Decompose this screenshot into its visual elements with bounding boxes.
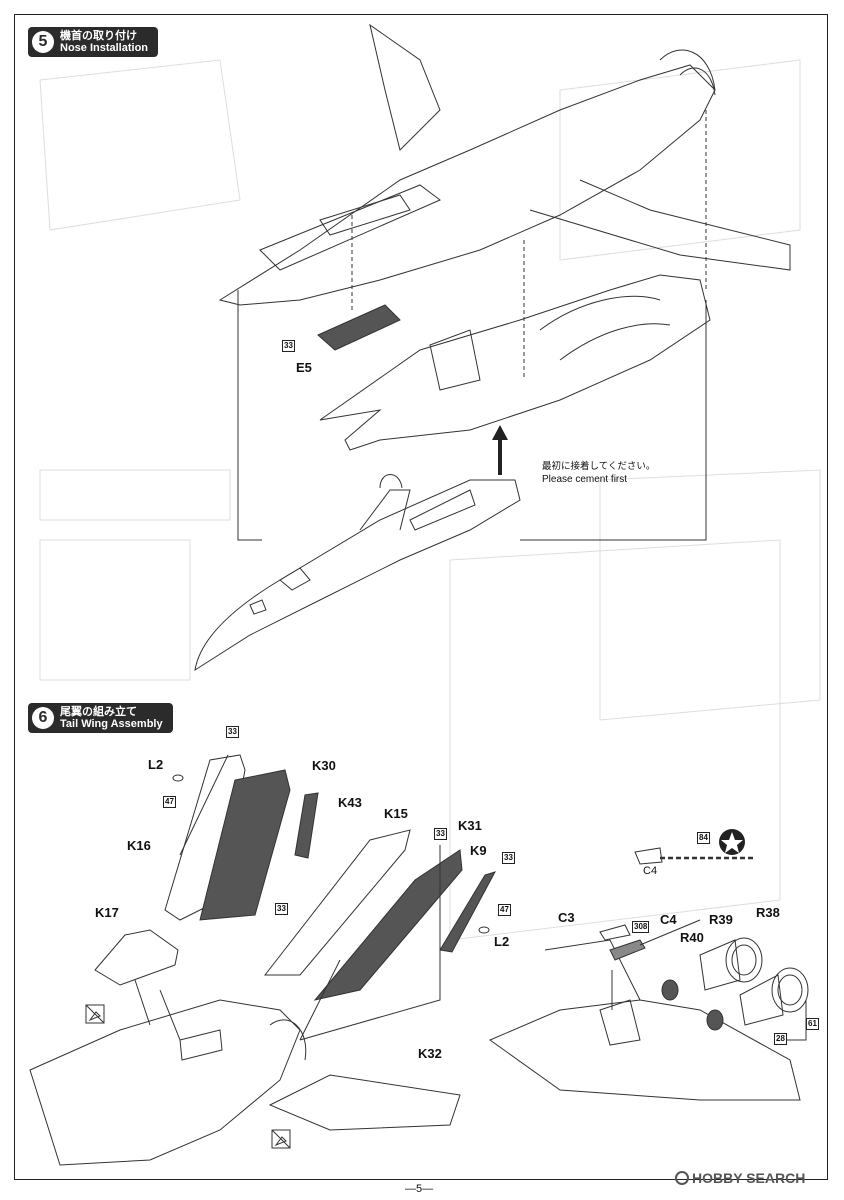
- part-label-k30: K30: [312, 758, 336, 773]
- part-l2-right-shape: [478, 926, 490, 934]
- no-cement-icon-bottom: [271, 1129, 291, 1149]
- star-decal-icon: [719, 829, 745, 855]
- part-label-k31: K31: [458, 818, 482, 833]
- step5-number: 5: [32, 31, 54, 53]
- color-code-33-b: 33: [434, 828, 447, 840]
- color-code-33-c: 33: [502, 852, 515, 864]
- rear-fuselage-left: [29, 999, 307, 1166]
- rear-fuselage-right: [488, 939, 801, 1101]
- part-k17-shape: [94, 929, 179, 986]
- watermark-logo: HOBBY SEARCH: [675, 1170, 805, 1186]
- tail-wing-right: [263, 829, 411, 976]
- cement-arrow-icon: [492, 425, 508, 475]
- guide-lines-step5: [351, 110, 707, 380]
- color-code-47-b: 47: [498, 904, 511, 916]
- part-k31-shape: [313, 849, 463, 1001]
- step6-title-jp: 尾翼の組み立て: [60, 705, 137, 718]
- part-label-c3: C3: [558, 910, 575, 925]
- part-label-k16: K16: [127, 838, 151, 853]
- step6-header: 6 尾翼の組み立て Tail Wing Assembly: [28, 703, 173, 733]
- color-code-84: 84: [697, 832, 710, 844]
- part-label-k43: K43: [338, 795, 362, 810]
- part-label-c4-top: C4: [643, 865, 658, 877]
- page-number: —5—: [405, 1183, 434, 1195]
- part-k9-shape: [439, 871, 497, 953]
- part-k30-shape: [199, 769, 291, 921]
- step6-title-en: Tail Wing Assembly: [60, 718, 163, 730]
- cement-note: 最初に接着してください。 Please cement first: [542, 460, 655, 486]
- part-label-k17: K17: [95, 905, 119, 920]
- tail-wing-left: [164, 754, 246, 921]
- part-l2-left-shape: [172, 774, 184, 782]
- upper-fuselage: [218, 23, 791, 306]
- part-label-k15: K15: [384, 806, 408, 821]
- lower-fuselage: [319, 274, 711, 451]
- no-cement-icon-left: [85, 1004, 105, 1024]
- color-code-308: 308: [632, 921, 650, 933]
- part-label-r40: R40: [680, 930, 704, 945]
- parts-c3-c4: [599, 847, 755, 961]
- watermark-text: HOBBY SEARCH: [692, 1170, 806, 1186]
- color-code-61: 61: [806, 1018, 819, 1030]
- part-label-l2-left: L2: [148, 757, 164, 772]
- part-e5-shape: [317, 304, 401, 351]
- nose-section: [194, 474, 521, 672]
- page-frame: [14, 14, 828, 1180]
- step5-title-jp: 機首の取り付け: [60, 29, 137, 42]
- cement-note-jp: 最初に接着してください。: [542, 461, 656, 472]
- hobby-search-logo-icon: [675, 1171, 689, 1185]
- color-code-33-d: 33: [275, 903, 288, 915]
- step6-number: 6: [32, 707, 54, 729]
- part-label-k32: K32: [418, 1046, 442, 1061]
- step5-header: 5 機首の取り付け Nose Installation: [28, 27, 159, 57]
- part-label-k9: K9: [470, 843, 487, 858]
- part-label-e5: E5: [296, 360, 312, 375]
- color-code-47-a: 47: [163, 796, 176, 808]
- color-code-e5: 33: [282, 340, 295, 352]
- part-label-r38: R38: [756, 905, 780, 920]
- part-k32-shape: [268, 1074, 461, 1131]
- guide-lines-step6: [134, 754, 807, 1041]
- guide-lines-solid-step5: [237, 290, 707, 541]
- ghost-background: [39, 59, 821, 941]
- part-label-c4: C4: [660, 912, 677, 927]
- engine-nozzles: [661, 937, 809, 1031]
- cement-note-en: Please cement first: [542, 474, 628, 485]
- part-k43-shape: [294, 792, 319, 859]
- color-code-28: 28: [774, 1033, 787, 1045]
- part-label-l2-right: L2: [494, 934, 510, 949]
- step5-title-en: Nose Installation: [60, 42, 149, 54]
- color-code-33-a: 33: [226, 726, 239, 738]
- part-label-r39: R39: [709, 912, 733, 927]
